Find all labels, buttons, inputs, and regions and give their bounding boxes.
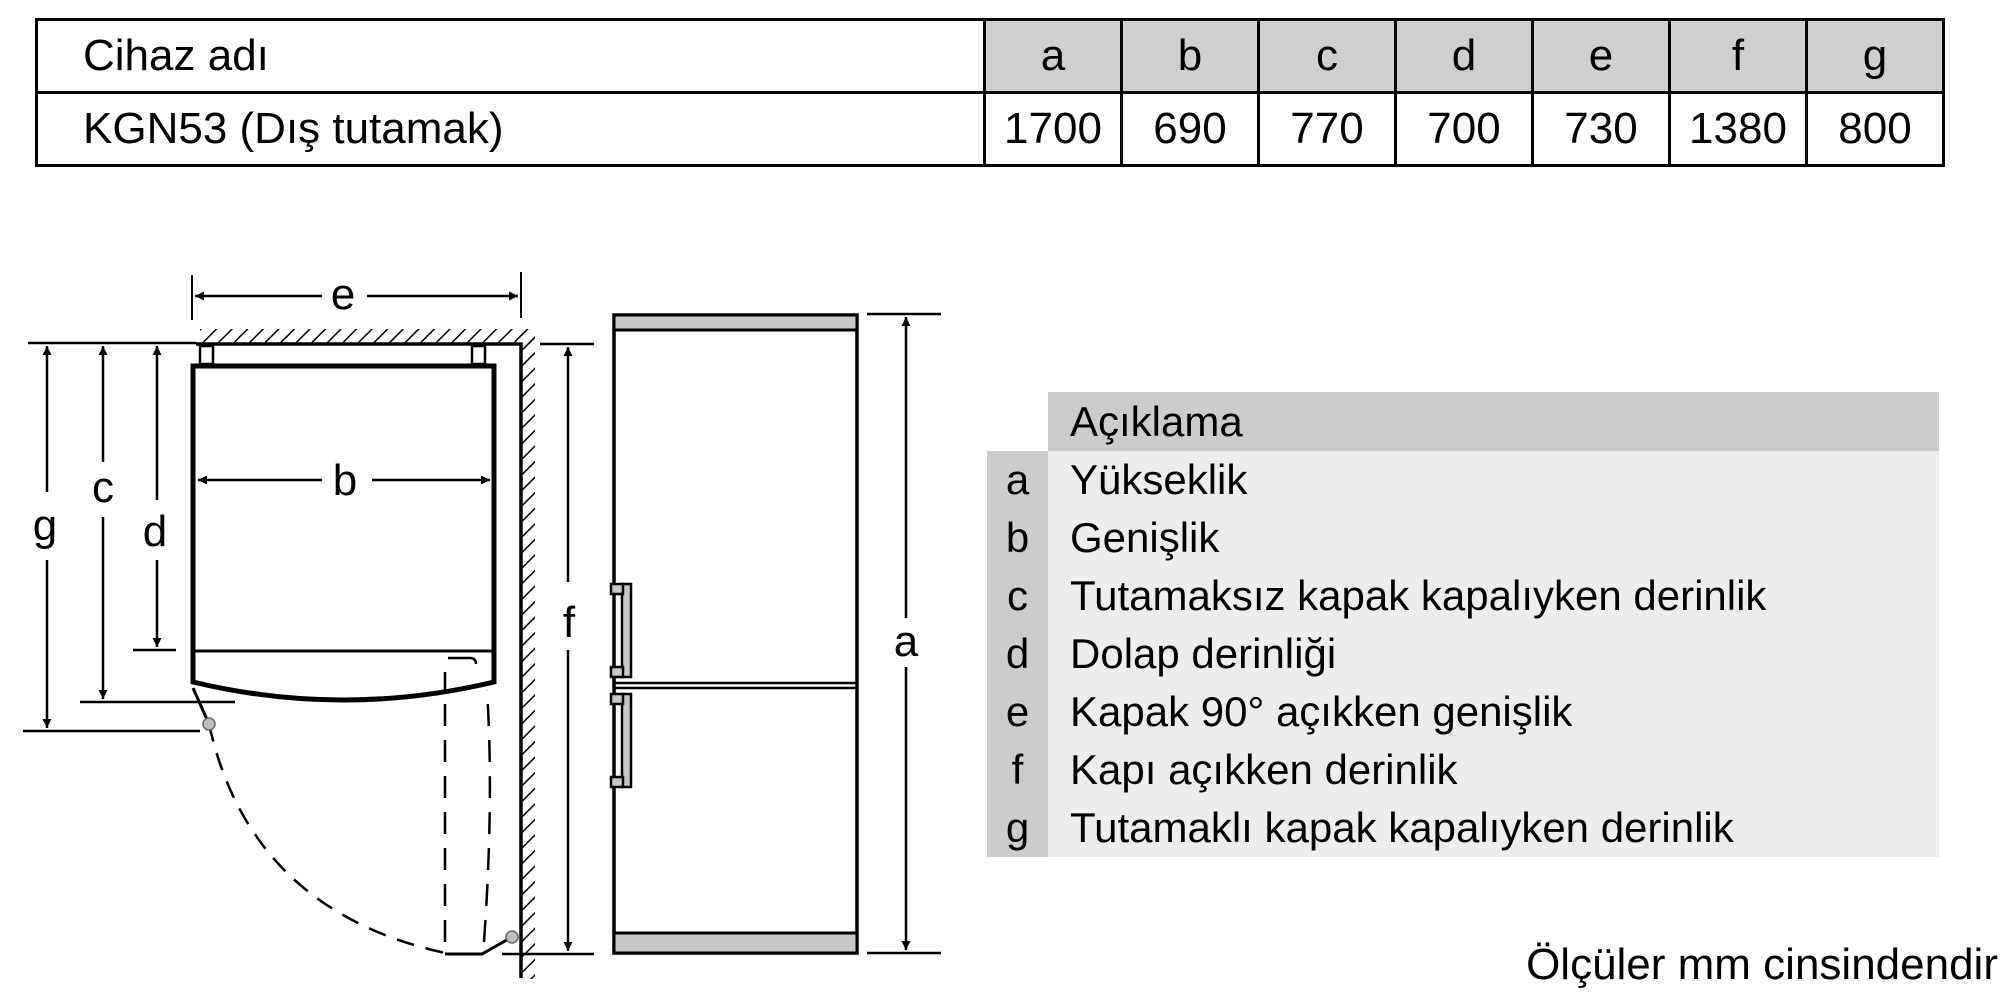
column-header-g: g xyxy=(1805,18,1945,94)
legend-key: g xyxy=(987,799,1048,857)
fridge-body-side-view xyxy=(612,313,859,955)
column-header-a: a xyxy=(983,18,1123,94)
legend-description: Tutamaksız kapak kapalıyken derinlik xyxy=(1048,567,1939,625)
list-item: e Kapak 90° açıkken genişlik xyxy=(987,683,1939,741)
legend-key: c xyxy=(987,567,1048,625)
legend-key: d xyxy=(987,625,1048,683)
dimension-g-label: g xyxy=(33,501,57,550)
legend-description: Kapı açıkken derinlik xyxy=(1048,741,1939,799)
list-item: d Dolap derinliği xyxy=(987,625,1939,683)
value-c: 770 xyxy=(1257,91,1397,167)
device-name-cell: KGN53 (Dış tutamak) xyxy=(35,91,986,167)
column-header-e: e xyxy=(1531,18,1671,94)
value-f: 1380 xyxy=(1668,91,1808,167)
dimensions-table: Cihaz adı a b c d e f g KGN53 (Dış tutam… xyxy=(35,18,1945,167)
side-view-drawing: f a xyxy=(502,312,941,956)
dimension-a-label: a xyxy=(894,617,919,666)
dimension-d-label: d xyxy=(143,507,167,556)
fridge-top-cover xyxy=(612,313,859,332)
wall-icon xyxy=(196,329,535,979)
table-header-row: Cihaz adı a b c d e f g xyxy=(35,18,1945,94)
list-item: b Genişlik xyxy=(987,509,1939,567)
list-item: c Tutamaksız kapak kapalıyken derinlik xyxy=(987,567,1939,625)
legend-description: Dolap derinliği xyxy=(1048,625,1939,683)
legend-title: Açıklama xyxy=(1048,392,1939,451)
table-row: KGN53 (Dış tutamak) 1700 690 770 700 730… xyxy=(35,91,1945,167)
spacer-left xyxy=(198,344,215,366)
column-header-c: c xyxy=(1257,18,1397,94)
value-d: 700 xyxy=(1394,91,1534,167)
dimension-f-label: f xyxy=(563,598,576,647)
legend-description: Kapak 90° açıkken genişlik xyxy=(1048,683,1939,741)
value-b: 690 xyxy=(1120,91,1260,167)
column-header-d: d xyxy=(1394,18,1534,94)
dimension-e-label: e xyxy=(331,270,355,319)
legend-description: Genişlik xyxy=(1048,509,1939,567)
legend-key: f xyxy=(987,741,1048,799)
hinge-pivot-icon xyxy=(202,717,216,731)
legend-description: Tutamaklı kapak kapalıyken derinlik xyxy=(1048,799,1939,857)
list-item: f Kapı açıkken derinlik xyxy=(987,741,1939,799)
list-item: a Yükseklik xyxy=(987,451,1939,509)
legend-key: a xyxy=(987,451,1048,509)
list-item: g Tutamaklı kapak kapalıyken derinlik xyxy=(987,799,1939,857)
handle-lower-icon xyxy=(609,692,633,789)
dimension-c-label: c xyxy=(92,463,114,512)
value-g: 800 xyxy=(1805,91,1945,167)
units-footnote: Ölçüler mm cinsindendir xyxy=(1526,940,1998,989)
handle-upper-icon xyxy=(609,582,633,679)
column-header-f: f xyxy=(1668,18,1808,94)
value-a: 1700 xyxy=(983,91,1123,167)
fridge-body-top-view xyxy=(190,363,497,703)
dimension-b-label: b xyxy=(333,456,357,505)
legend-key: b xyxy=(987,509,1048,567)
door-swing-arc xyxy=(207,723,446,955)
top-view-drawing: e b g c d xyxy=(23,270,535,979)
spacer-right xyxy=(470,344,487,366)
legend-key: e xyxy=(987,683,1048,741)
device-name-header: Cihaz adı xyxy=(35,18,986,94)
legend-table: Açıklama a Yükseklik b Genişlik c Tutama… xyxy=(987,392,1939,857)
hinge-pivot-icon xyxy=(505,930,519,944)
value-e: 730 xyxy=(1531,91,1671,167)
column-header-b: b xyxy=(1120,18,1260,94)
legend-description: Yükseklik xyxy=(1048,451,1939,509)
fridge-plinth xyxy=(612,931,859,955)
